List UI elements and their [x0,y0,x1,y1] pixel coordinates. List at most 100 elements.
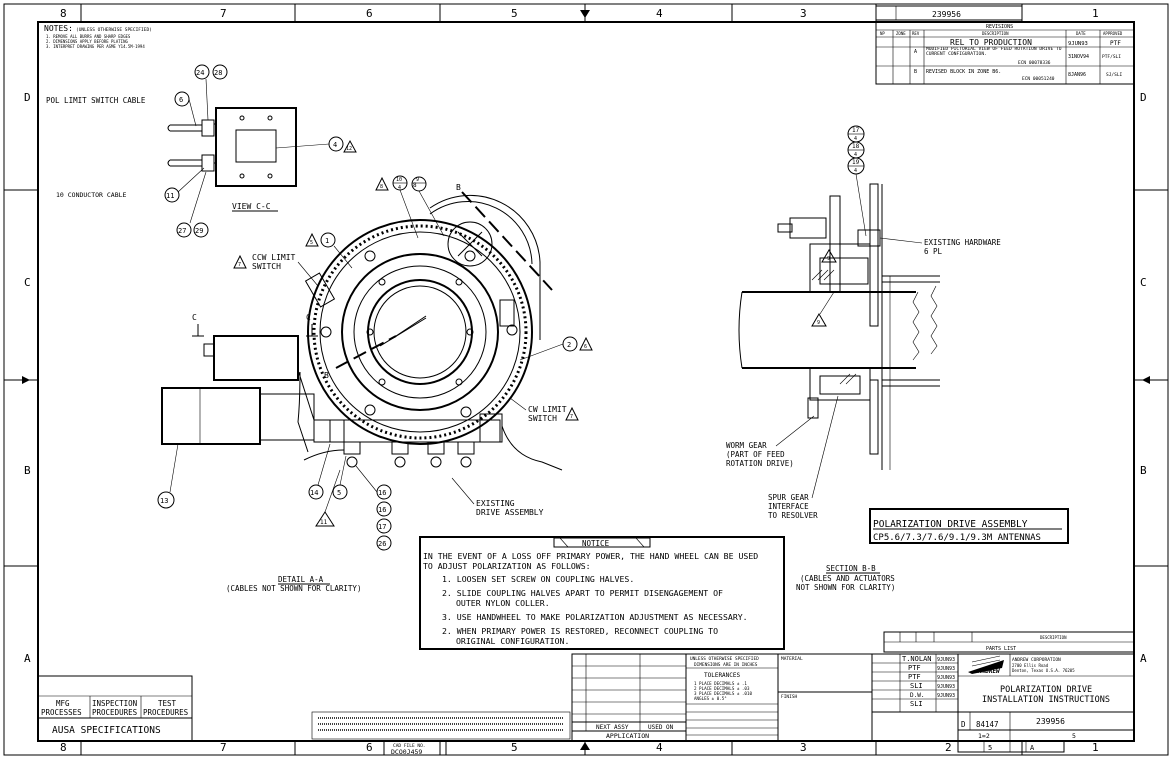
svg-text:19: 19 [852,159,860,166]
svg-text:1. LOOSEN SET SCREW ON COUPLIN: 1. LOOSEN SET SCREW ON COUPLING HALVES. [442,574,634,584]
svg-text:C: C [1140,276,1147,289]
svg-text:8: 8 [60,7,67,20]
svg-text:4: 4 [656,741,663,754]
svg-text:PROCEDURES: PROCEDURES [143,708,189,717]
section-b-b: 17 4 18 4 19 4 9 9 EXISTING HARDWARE 6 P… [726,125,1069,592]
svg-text:CW LIMIT: CW LIMIT [528,405,567,414]
svg-text:PARTS LIST: PARTS LIST [986,646,1016,652]
svg-text:8: 8 [380,184,383,190]
svg-text:TO RESOLVER: TO RESOLVER [768,511,818,520]
svg-text:1. REMOVE ALL BURRS AND SHARP: 1. REMOVE ALL BURRS AND SHARP EDGES [46,34,131,39]
svg-text:DESCRIPTION: DESCRIPTION [1040,635,1067,640]
svg-text:AUSA SPECIFICATIONS: AUSA SPECIFICATIONS [52,725,161,736]
svg-text:A: A [914,49,917,55]
svg-text:27: 27 [178,227,186,235]
svg-text:3. USE HANDWHEEL TO MAKE POLAR: 3. USE HANDWHEEL TO MAKE POLARIZATION AD… [442,612,748,622]
svg-text:5: 5 [511,741,518,754]
svg-text:3: 3 [800,741,807,754]
svg-text:2. DIMENSIONS APPLY BEFORE PLA: 2. DIMENSIONS APPLY BEFORE PLATING [46,39,128,44]
svg-text:SWITCH: SWITCH [252,262,281,271]
svg-text:POLARIZATION DRIVE ASSEMBLY: POLARIZATION DRIVE ASSEMBLY [873,519,1028,530]
svg-text:PTF/SLI: PTF/SLI [1102,54,1121,60]
svg-text:9: 9 [817,320,820,326]
notice-box: NOTICE IN THE EVENT OF A LOSS OFF PRIMAR… [419,536,785,650]
svg-text:Denton, Texas U.S.A. 76205: Denton, Texas U.S.A. 76205 [1012,668,1075,673]
svg-text:16: 16 [378,506,386,514]
svg-text:10: 10 [396,177,402,183]
svg-text:DIMENSIONS ARE IN INCHES: DIMENSIONS ARE IN INCHES [694,662,758,668]
svg-text:T.NOLAN: T.NOLAN [902,655,932,663]
svg-text:B: B [914,69,917,75]
svg-text:A: A [24,652,31,665]
svg-text:APPLICATION: APPLICATION [606,732,649,740]
svg-text:MATERIAL: MATERIAL [781,656,803,662]
svg-text:7: 7 [238,262,241,268]
svg-text:EXISTING HARDWARE: EXISTING HARDWARE [924,238,1001,247]
svg-text:13: 13 [160,497,168,505]
svg-text:10 CONDUCTOR CABLE: 10 CONDUCTOR CABLE [56,191,127,199]
svg-text:PROCESSES: PROCESSES [41,708,82,717]
svg-text:NP: NP [880,31,885,36]
svg-text:2: 2 [567,341,571,349]
svg-text:8: 8 [60,741,67,754]
svg-text:26: 26 [378,540,386,548]
svg-text:16: 16 [378,489,386,497]
svg-text:6: 6 [366,741,373,754]
svg-text:MFG: MFG [56,699,70,708]
svg-text:4: 4 [854,152,857,158]
svg-text:C: C [24,276,31,289]
svg-text:SECTION B-B: SECTION B-B [826,564,876,573]
svg-text:12: 12 [346,146,352,152]
detail-a-a: B B C C 7 [157,175,593,593]
svg-text:VIEW C-C: VIEW C-C [232,202,271,211]
svg-text:OUTER NYLON COLLER.: OUTER NYLON COLLER. [456,598,550,608]
svg-text:9: 9 [416,177,419,183]
svg-text:TO ADJUST POLARIZATION AS FOLL: TO ADJUST POLARIZATION AS FOLLOWS: [423,561,591,571]
svg-text:ANDREW: ANDREW [977,668,1001,675]
svg-text:8JAN96: 8JAN96 [1068,72,1086,78]
svg-text:ORIGINAL CONFIGURATION.: ORIGINAL CONFIGURATION. [456,636,569,646]
svg-text:5: 5 [511,7,518,20]
svg-text:D: D [1140,91,1147,104]
svg-text:9: 9 [827,256,830,262]
svg-text:11: 11 [320,519,328,526]
svg-text:POL LIMIT SWITCH CABLE: POL LIMIT SWITCH CABLE [46,96,146,105]
svg-text:9JUN93: 9JUN93 [1068,41,1088,47]
svg-text:REV: REV [912,31,920,36]
svg-text:WORM GEAR: WORM GEAR [726,441,767,450]
svg-text:INSPECTION: INSPECTION [92,699,137,708]
svg-text:D: D [961,720,966,729]
svg-text:(PART OF FEED: (PART OF FEED [726,450,785,459]
svg-text:1: 1 [1092,7,1099,20]
svg-text:6 PL: 6 PL [924,247,943,256]
svg-text:6: 6 [366,7,373,20]
svg-text:11: 11 [166,192,174,200]
svg-text:6: 6 [179,96,183,104]
svg-text:C: C [192,313,197,322]
svg-text:2: 2 [945,741,952,754]
svg-text:CP5.6/7.3/7.6/9.1/9.3M ANTENNA: CP5.6/7.3/7.6/9.1/9.3M ANTENNAS [873,533,1041,543]
svg-text:4: 4 [656,7,663,20]
svg-text:PTF: PTF [1110,40,1121,47]
svg-text:4: 4 [854,168,857,174]
svg-text:EXISTING: EXISTING [476,499,515,508]
title-block: MFG PROCESSES INSPECTION PROCEDURES TEST… [37,653,1135,756]
svg-text:5: 5 [310,240,313,246]
svg-text:DRIVE ASSEMBLY: DRIVE ASSEMBLY [476,508,544,517]
svg-text:1 PLACE DECIMALS ± .1: 1 PLACE DECIMALS ± .1 [694,681,747,686]
svg-text:(CABLES NOT SHOWN FOR CLARITY): (CABLES NOT SHOWN FOR CLARITY) [226,584,361,593]
svg-text:PTF: PTF [908,664,921,672]
svg-text:3. INTERPRET DRAWING PER ASME: 3. INTERPRET DRAWING PER ASME Y14.5M-199… [46,44,145,49]
svg-text:NOT SHOWN FOR CLARITY): NOT SHOWN FOR CLARITY) [796,583,895,592]
svg-text:3: 3 [800,7,807,20]
svg-text:PROCEDURES: PROCEDURES [92,708,138,717]
svg-text:NEXT ASSY: NEXT ASSY [596,724,629,731]
svg-text:17: 17 [378,523,386,531]
svg-text:DCO0J459: DCO0J459 [391,748,422,756]
svg-text:29: 29 [195,227,203,235]
svg-text:1: 1 [1092,741,1099,754]
svg-text:SWITCH: SWITCH [528,414,557,423]
andrew-logo: ANDREW [968,655,1004,675]
svg-text:7: 7 [570,414,573,420]
svg-text:PTF: PTF [908,673,921,681]
